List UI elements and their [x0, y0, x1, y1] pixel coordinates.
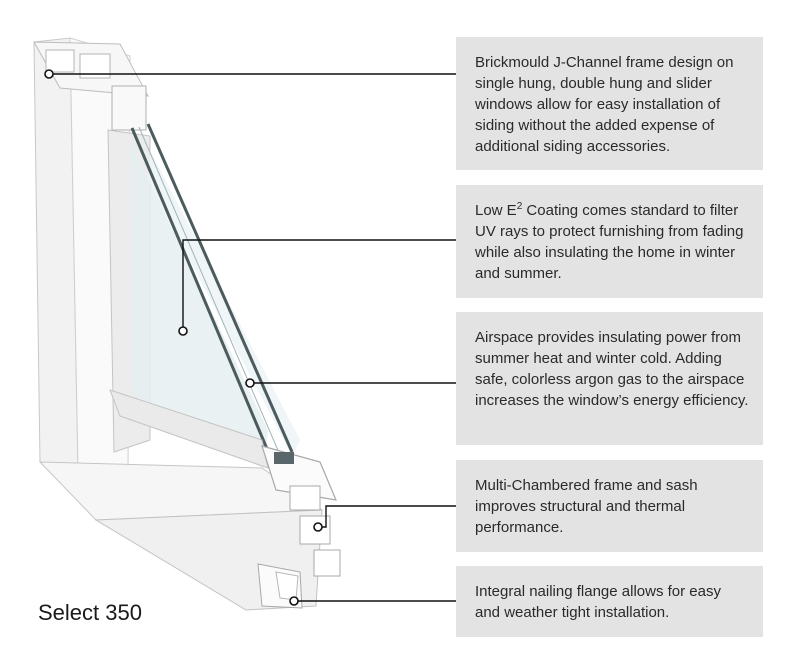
low-e-superscript: 2	[516, 201, 523, 212]
marker-nailing-flange	[289, 596, 299, 606]
leader-line-low-e	[182, 239, 456, 331]
callout-low-e-text: Low E2 Coating comes standard to filter …	[475, 200, 749, 284]
marker-low-e	[178, 326, 188, 336]
marker-multi-chambered	[313, 522, 323, 532]
marker-brickmould	[44, 69, 54, 79]
callout-nailing-flange-text: Integral nailing flange allows for easy …	[475, 583, 721, 621]
leader-line-multi-chambered	[318, 505, 456, 528]
product-name-label: Select 350	[38, 600, 142, 625]
callout-airspace: Airspace provides insulating power from …	[456, 312, 763, 445]
marker-airspace	[245, 378, 255, 388]
callout-brickmould: Brickmould J-Channel frame design on sin…	[456, 37, 763, 170]
callout-multi-chambered: Multi-Chambered frame and sash improves …	[456, 460, 763, 552]
callout-low-e-coating: Low E2 Coating comes standard to filter …	[456, 185, 763, 298]
window-frame-illustration	[33, 37, 341, 611]
low-e-suffix: Coating comes standard to filter UV rays…	[475, 202, 744, 282]
callout-markers	[44, 69, 323, 606]
low-e-prefix: Low E	[475, 202, 517, 219]
callout-multi-chambered-text: Multi-Chambered frame and sash improves …	[475, 477, 698, 536]
callout-brickmould-text: Brickmould J-Channel frame design on sin…	[475, 54, 734, 155]
callout-airspace-text: Airspace provides insulating power from …	[475, 329, 749, 409]
callout-nailing-flange: Integral nailing flange allows for easy …	[456, 566, 763, 637]
